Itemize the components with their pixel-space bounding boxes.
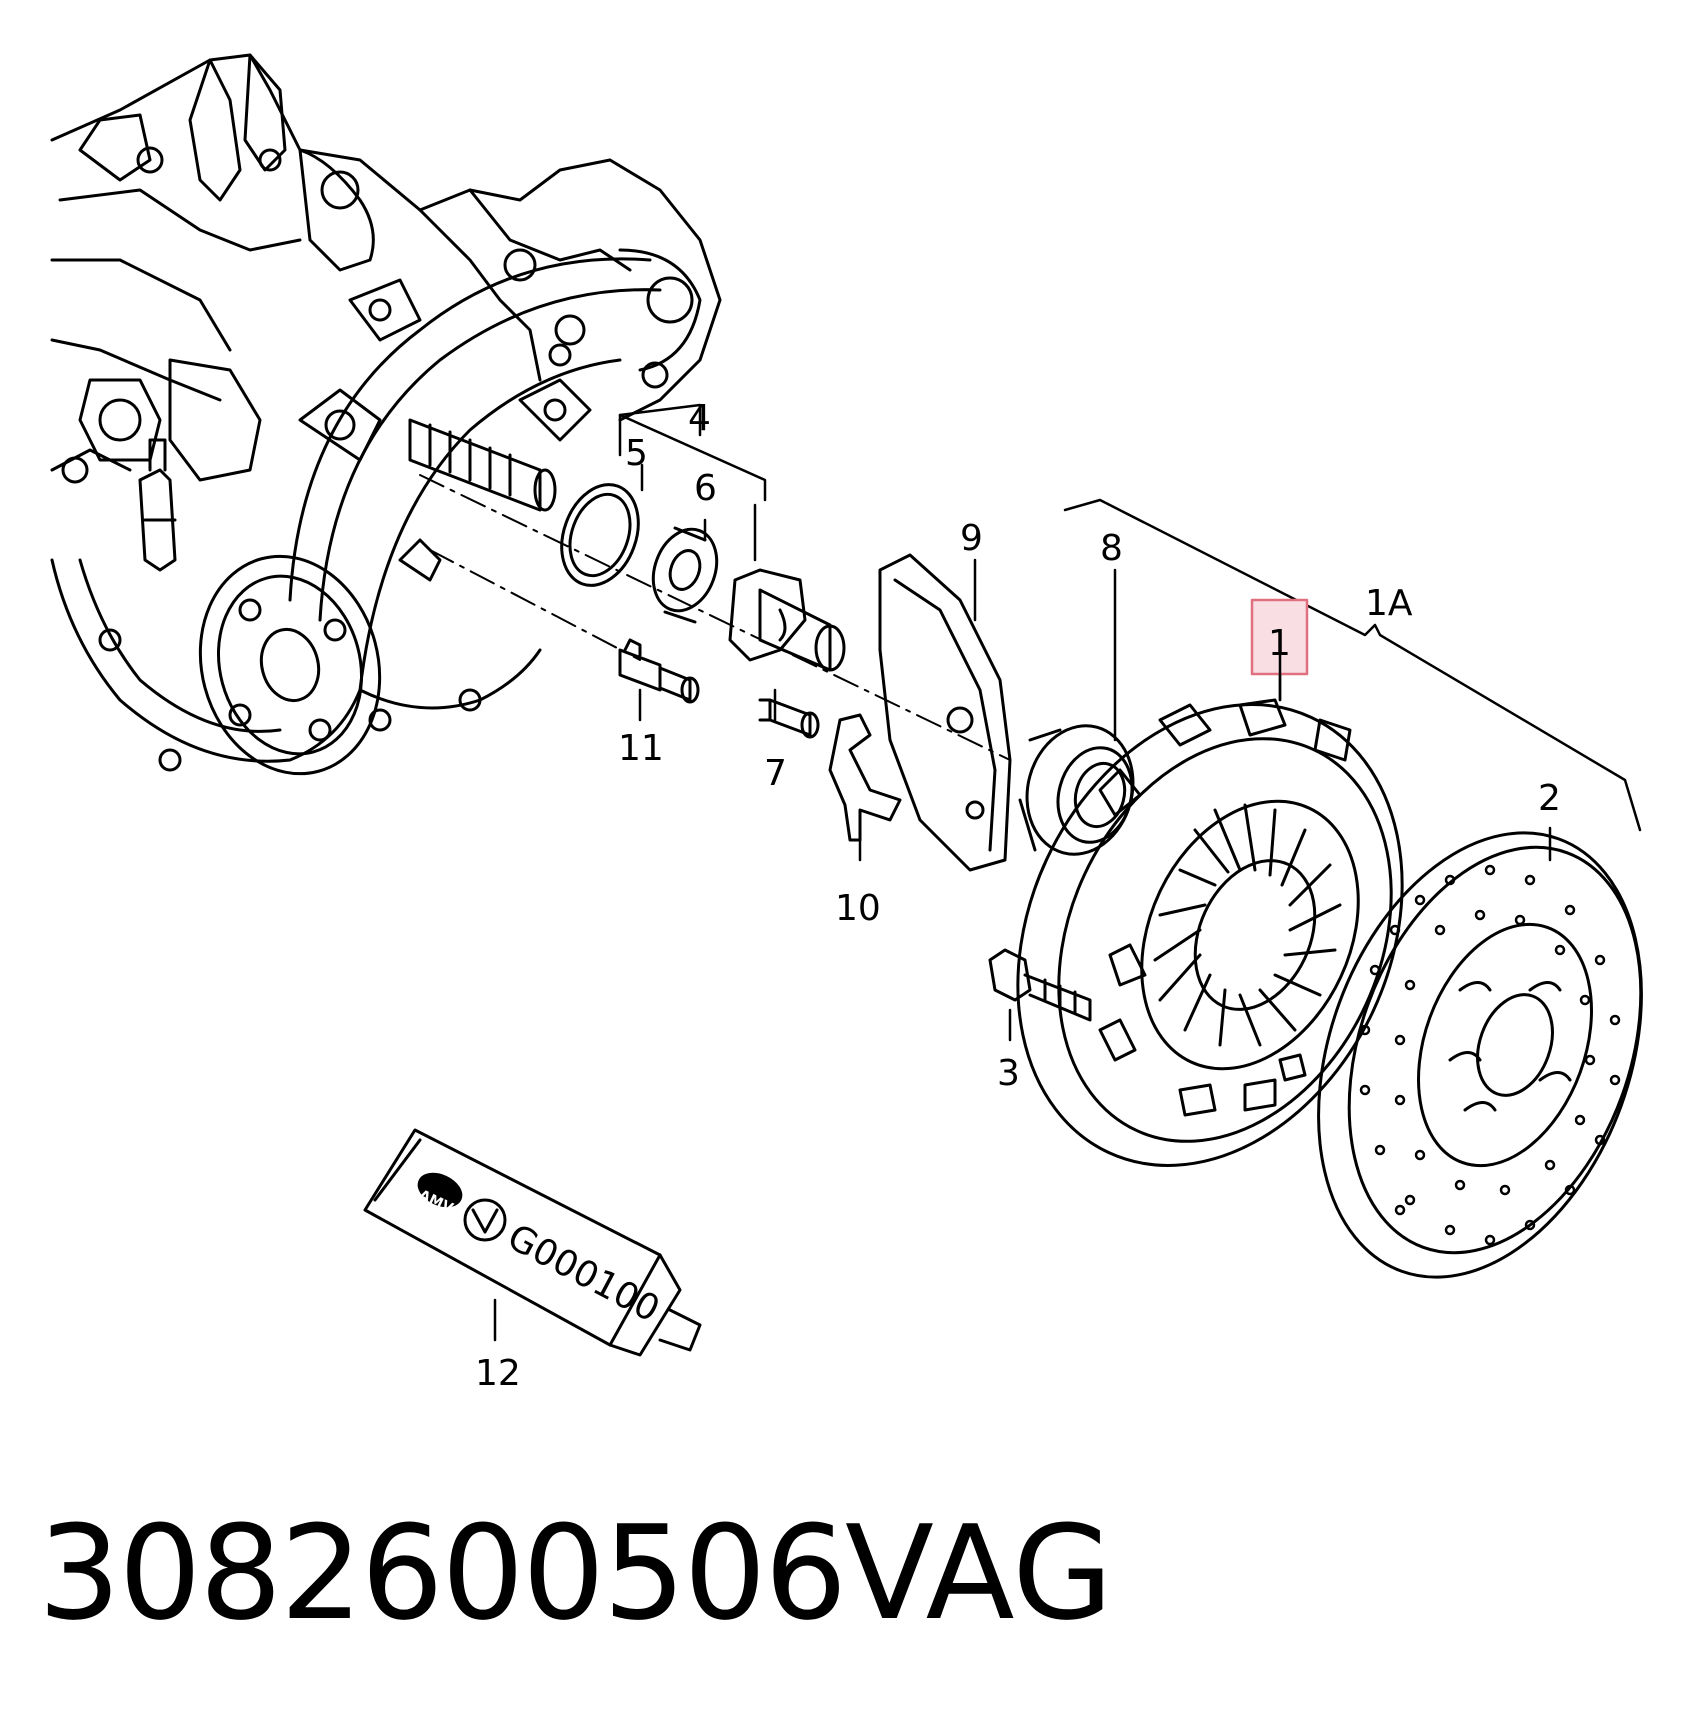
callout-10: 10: [835, 888, 881, 929]
part-number: 3082600506: [38, 1497, 847, 1649]
callout-1-highlight: [1250, 598, 1309, 676]
callout-1: 1: [1268, 623, 1291, 664]
callout-3: 3: [997, 1053, 1020, 1094]
callout-6: 6: [694, 468, 717, 509]
guide-sleeve-4: [728, 568, 846, 672]
callout-9: 9: [960, 518, 983, 559]
tube-code-label: G000100: [501, 1217, 666, 1331]
pin-7: [758, 698, 820, 739]
pressure-plate-1: [1016, 698, 1404, 1167]
seal-ring-5: [560, 483, 640, 587]
callout-7: 7: [764, 753, 787, 794]
output-flange: [198, 554, 382, 776]
callout-1a: 1A: [1365, 583, 1413, 624]
input-shaft: [398, 418, 557, 582]
bearing-6: [651, 526, 719, 624]
callout-4: 4: [688, 398, 711, 439]
release-lever-9: [878, 553, 1012, 872]
callout-11: 11: [618, 728, 664, 769]
callout-8: 8: [1100, 528, 1123, 569]
clutch-disc-2: [1317, 831, 1643, 1279]
bolt-3: [988, 948, 1092, 1022]
clip-10: [828, 713, 902, 842]
callout-leaders: [493, 403, 1642, 1342]
callout-5: 5: [625, 433, 648, 474]
release-bearing-8: [1018, 724, 1135, 856]
grease-tube-12: [363, 1128, 702, 1357]
callout-2: 2: [1538, 778, 1561, 819]
bolt-11: [618, 638, 700, 704]
callout-12: 12: [475, 1353, 521, 1394]
brand-name: VAG: [845, 1497, 1113, 1649]
gearbox-housing: [50, 53, 722, 776]
assembly-axis-line: [419, 474, 1011, 761]
